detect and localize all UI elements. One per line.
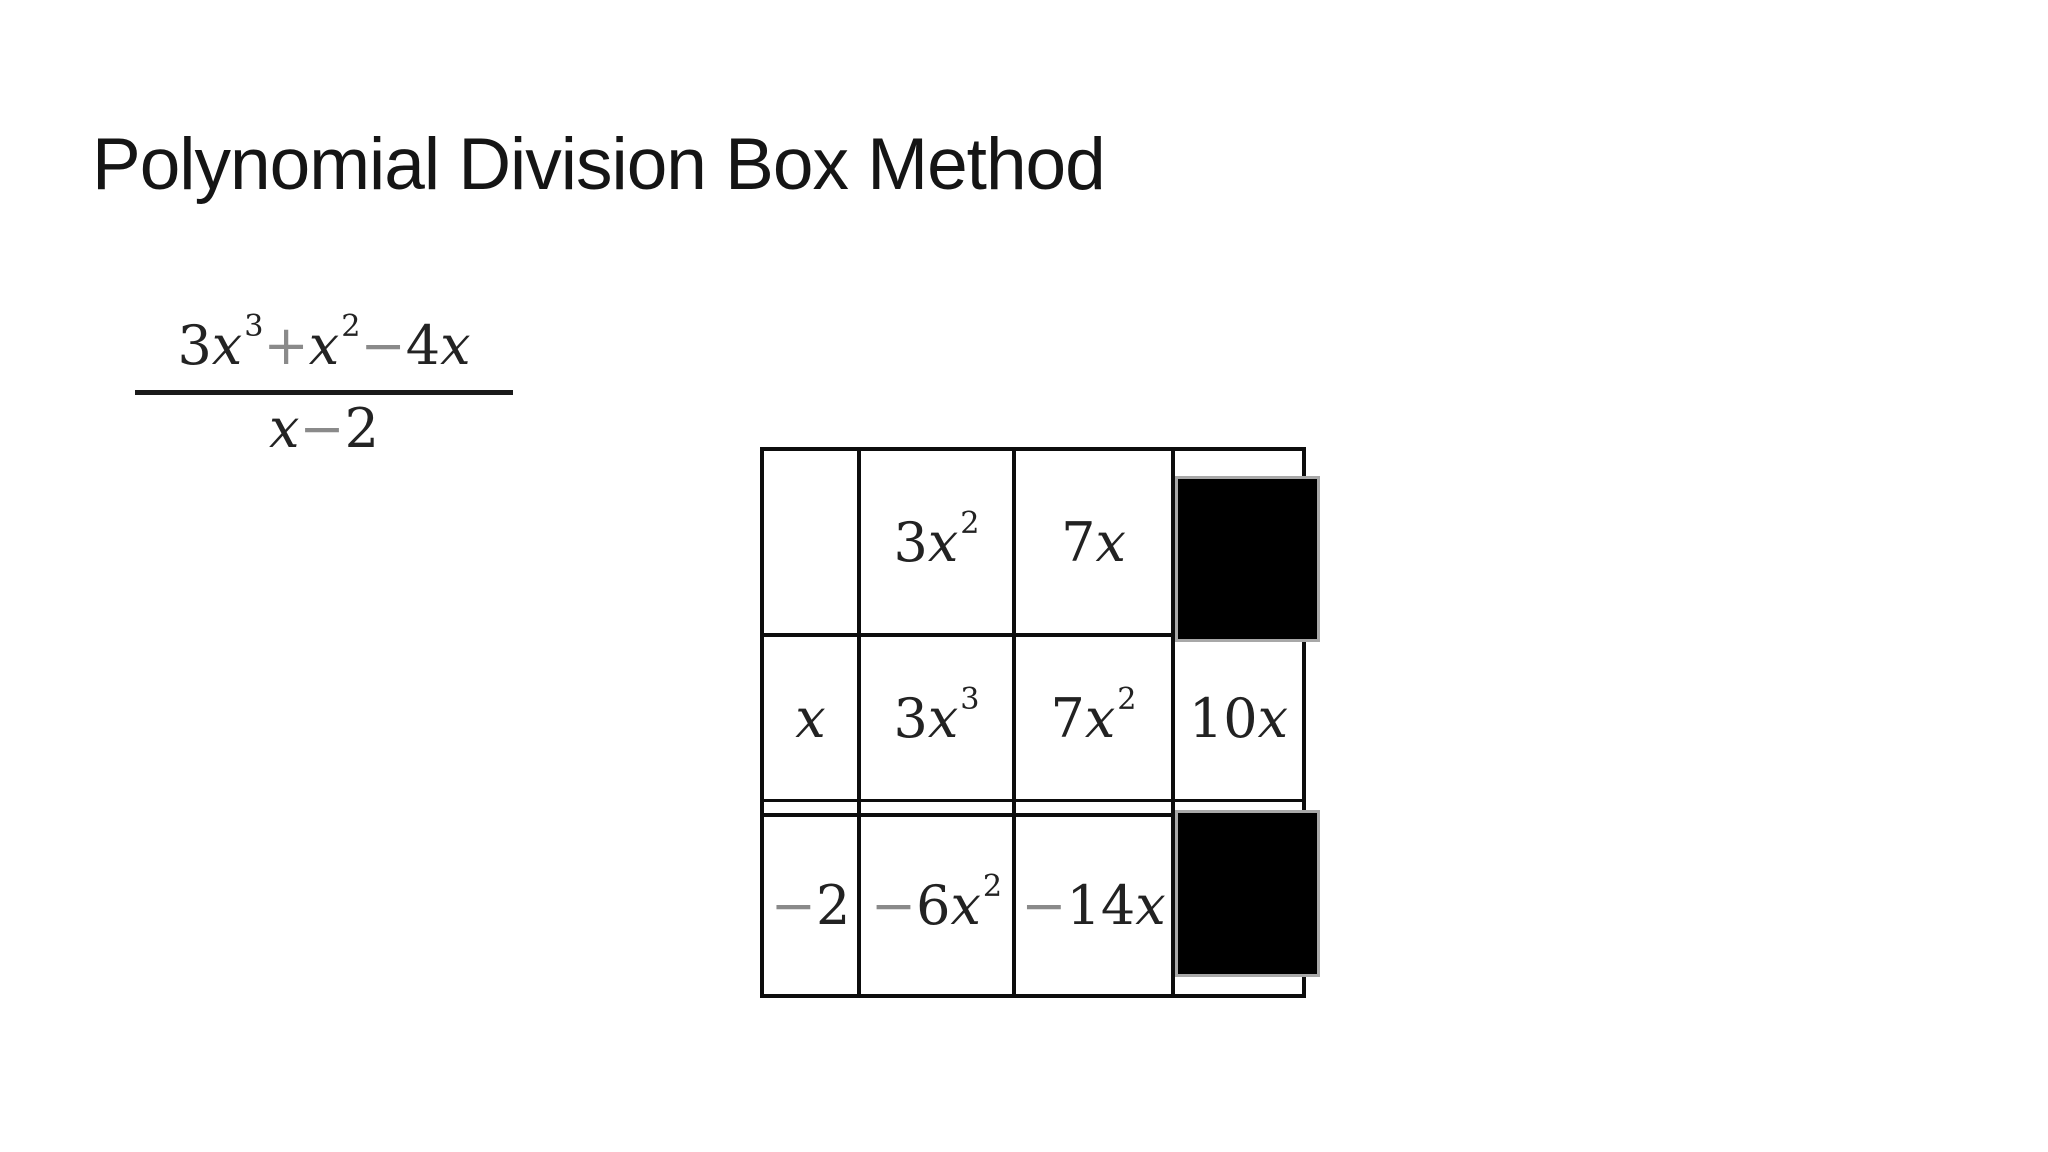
- grid-hline-2b: [760, 813, 1306, 817]
- grid-hline-1: [760, 633, 1306, 637]
- redaction-box-bottom-right: [1178, 813, 1317, 974]
- denominator: x − 2: [268, 396, 380, 460]
- grid-hline-2a: [760, 799, 1306, 802]
- fraction-bar: [135, 390, 513, 395]
- grid-cell-r2c1: x: [795, 686, 826, 750]
- grid-cell-r1c1: [764, 451, 857, 633]
- grid-vline-1: [857, 447, 861, 998]
- redaction-box-top-right: [1178, 479, 1317, 639]
- page-title: Polynomial Division Box Method: [92, 124, 1106, 205]
- grid-cell-r3c1: −2: [770, 874, 851, 937]
- grid-outer-border: [760, 447, 1306, 998]
- grid-vline-3: [1171, 447, 1175, 998]
- grid-vline-2: [1012, 447, 1016, 998]
